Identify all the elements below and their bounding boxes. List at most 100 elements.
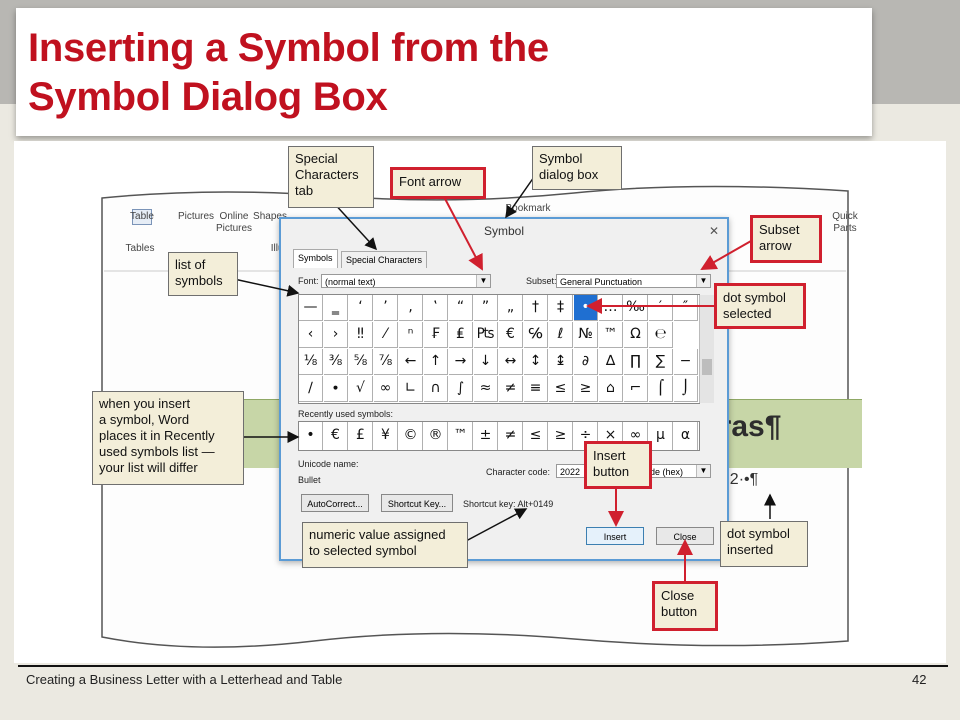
symbol-cell[interactable]: ⌂ bbox=[599, 376, 623, 402]
symbol-cell[interactable]: ∏ bbox=[624, 349, 648, 375]
font-combo[interactable]: (normal text) ▼ bbox=[321, 274, 491, 288]
symbol-cell[interactable]: ⅛ bbox=[299, 349, 323, 375]
symbol-grid-scrollbar[interactable] bbox=[699, 295, 714, 403]
symbol-cell[interactable]: ∆ bbox=[599, 349, 623, 375]
symbol-cell[interactable]: › bbox=[324, 322, 348, 348]
symbol-cell[interactable]: ≈ bbox=[474, 376, 498, 402]
recent-symbol-cell[interactable]: ≥ bbox=[549, 422, 573, 450]
recent-symbol-cell[interactable]: ¥ bbox=[374, 422, 398, 450]
symbol-cell[interactable]: ™ bbox=[599, 322, 623, 348]
recent-symbol-cell[interactable]: ± bbox=[474, 422, 498, 450]
symbol-cell[interactable]: ℮ bbox=[649, 322, 673, 348]
symbol-cell[interactable]: ‚ bbox=[399, 295, 423, 321]
symbol-cell[interactable]: † bbox=[524, 295, 548, 321]
chevron-down-icon[interactable]: ▼ bbox=[476, 275, 490, 287]
font-value: (normal text) bbox=[325, 277, 376, 287]
recent-symbol-cell[interactable]: £ bbox=[349, 422, 373, 450]
symbol-cell[interactable]: „ bbox=[499, 295, 523, 321]
ribbon-online-pictures-button[interactable]: Online Pictures bbox=[215, 211, 253, 234]
symbol-dialog: Symbol ✕ Symbols Special Characters Font… bbox=[279, 217, 729, 561]
ribbon-group-tables: Tables bbox=[125, 243, 155, 254]
symbol-cell[interactable]: − bbox=[674, 349, 698, 375]
symbol-cell[interactable]: ≠ bbox=[499, 376, 523, 402]
symbol-cell[interactable]: ” bbox=[474, 295, 498, 321]
recent-symbol-cell[interactable]: ™ bbox=[449, 422, 473, 450]
symbol-cell[interactable]: ⅜ bbox=[324, 349, 348, 375]
tab-special-characters[interactable]: Special Characters bbox=[341, 251, 428, 268]
symbol-cell[interactable]: ⁄ bbox=[374, 322, 398, 348]
symbol-cell[interactable]: ’ bbox=[374, 295, 398, 321]
symbol-cell[interactable]: ⌐ bbox=[624, 376, 648, 402]
ribbon-shapes-button[interactable]: Shapes bbox=[253, 211, 287, 222]
recent-symbol-cell[interactable]: • bbox=[299, 422, 323, 450]
symbol-cell[interactable]: ↑ bbox=[424, 349, 448, 375]
symbol-cell[interactable]: ↓ bbox=[474, 349, 498, 375]
symbol-cell[interactable]: ∙ bbox=[324, 376, 348, 402]
insert-button[interactable]: Insert bbox=[586, 527, 644, 545]
ribbon-pictures-button[interactable]: Pictures bbox=[177, 211, 215, 222]
symbol-cell[interactable]: ∑ bbox=[649, 349, 673, 375]
recent-symbol-cell[interactable]: ® bbox=[424, 422, 448, 450]
chevron-down-icon[interactable]: ▼ bbox=[696, 275, 710, 287]
symbol-cell[interactable]: ‛ bbox=[424, 295, 448, 321]
scrollbar-thumb[interactable] bbox=[702, 359, 712, 375]
recent-symbol-cell[interactable]: × bbox=[599, 422, 623, 450]
shortcut-key-button[interactable]: Shortcut Key... bbox=[381, 494, 453, 512]
symbol-cell[interactable]: Ω bbox=[624, 322, 648, 348]
symbol-cell[interactable]: № bbox=[574, 322, 598, 348]
symbol-cell[interactable]: ⌠ bbox=[649, 376, 673, 402]
recent-symbol-cell[interactable]: ≤ bbox=[524, 422, 548, 450]
symbol-cell[interactable]: ↕ bbox=[524, 349, 548, 375]
symbol-cell[interactable]: ≤ bbox=[549, 376, 573, 402]
recent-symbol-cell[interactable]: µ bbox=[649, 422, 673, 450]
symbol-cell[interactable]: ← bbox=[399, 349, 423, 375]
symbol-cell[interactable]: ∂ bbox=[574, 349, 598, 375]
callout-font-arrow: Font arrow bbox=[390, 167, 486, 199]
symbol-cell[interactable]: ℓ bbox=[549, 322, 573, 348]
close-icon[interactable]: ✕ bbox=[708, 224, 720, 238]
symbol-cell[interactable]: ‘ bbox=[349, 295, 373, 321]
recent-symbol-cell[interactable]: ≠ bbox=[499, 422, 523, 450]
symbol-cell[interactable]: ∟ bbox=[399, 376, 423, 402]
symbol-cell[interactable]: € bbox=[499, 322, 523, 348]
recent-symbols-label: Recently used symbols: bbox=[298, 409, 394, 419]
ribbon-table-button[interactable]: Table bbox=[130, 211, 154, 222]
recent-symbol-cell[interactable]: ÷ bbox=[574, 422, 598, 450]
symbol-cell[interactable]: ₤ bbox=[449, 322, 473, 348]
symbol-cell[interactable]: — bbox=[299, 295, 323, 321]
chevron-down-icon[interactable]: ▼ bbox=[696, 465, 710, 477]
symbol-cell[interactable]: → bbox=[449, 349, 473, 375]
symbol-cell[interactable]: ∫ bbox=[449, 376, 473, 402]
from-combo[interactable]: de (hex) ▼ bbox=[646, 464, 711, 478]
symbol-cell[interactable]: ₧ bbox=[474, 322, 498, 348]
symbol-cell[interactable]: ‼ bbox=[349, 322, 373, 348]
symbol-cell[interactable]: ℅ bbox=[524, 322, 548, 348]
recent-symbol-cell[interactable]: € bbox=[324, 422, 348, 450]
symbol-cell[interactable]: ⌡ bbox=[674, 376, 698, 402]
symbol-cell[interactable]: ⁿ bbox=[399, 322, 423, 348]
symbol-cell[interactable]: “ bbox=[449, 295, 473, 321]
recent-symbol-cell[interactable]: α bbox=[674, 422, 698, 450]
symbol-cell[interactable]: ‗ bbox=[324, 295, 348, 321]
symbol-cell[interactable]: ≡ bbox=[524, 376, 548, 402]
symbol-cell[interactable]: ≥ bbox=[574, 376, 598, 402]
subset-combo[interactable]: General Punctuation ▼ bbox=[556, 274, 711, 288]
ribbon-quick-parts-button[interactable]: Quick Parts bbox=[832, 211, 858, 234]
symbol-cell[interactable]: ↨ bbox=[549, 349, 573, 375]
symbol-cell[interactable]: ₣ bbox=[424, 322, 448, 348]
ribbon-bookmark-button[interactable]: Bookmark bbox=[505, 203, 551, 214]
symbol-cell[interactable]: ‹ bbox=[299, 322, 323, 348]
symbol-cell[interactable]: ‡ bbox=[549, 295, 573, 321]
symbol-cell[interactable]: ⅝ bbox=[349, 349, 373, 375]
tab-symbols[interactable]: Symbols bbox=[293, 249, 338, 268]
symbol-cell[interactable]: √ bbox=[349, 376, 373, 402]
symbol-cell[interactable]: ↔ bbox=[499, 349, 523, 375]
symbol-cell[interactable]: ∩ bbox=[424, 376, 448, 402]
autocorrect-button[interactable]: AutoCorrect... bbox=[301, 494, 369, 512]
recent-symbol-cell[interactable]: © bbox=[399, 422, 423, 450]
symbol-cell[interactable]: ∕ bbox=[299, 376, 323, 402]
recent-symbol-cell[interactable]: ∞ bbox=[624, 422, 648, 450]
close-button[interactable]: Close bbox=[656, 527, 714, 545]
symbol-cell[interactable]: ∞ bbox=[374, 376, 398, 402]
symbol-cell[interactable]: ⅞ bbox=[374, 349, 398, 375]
